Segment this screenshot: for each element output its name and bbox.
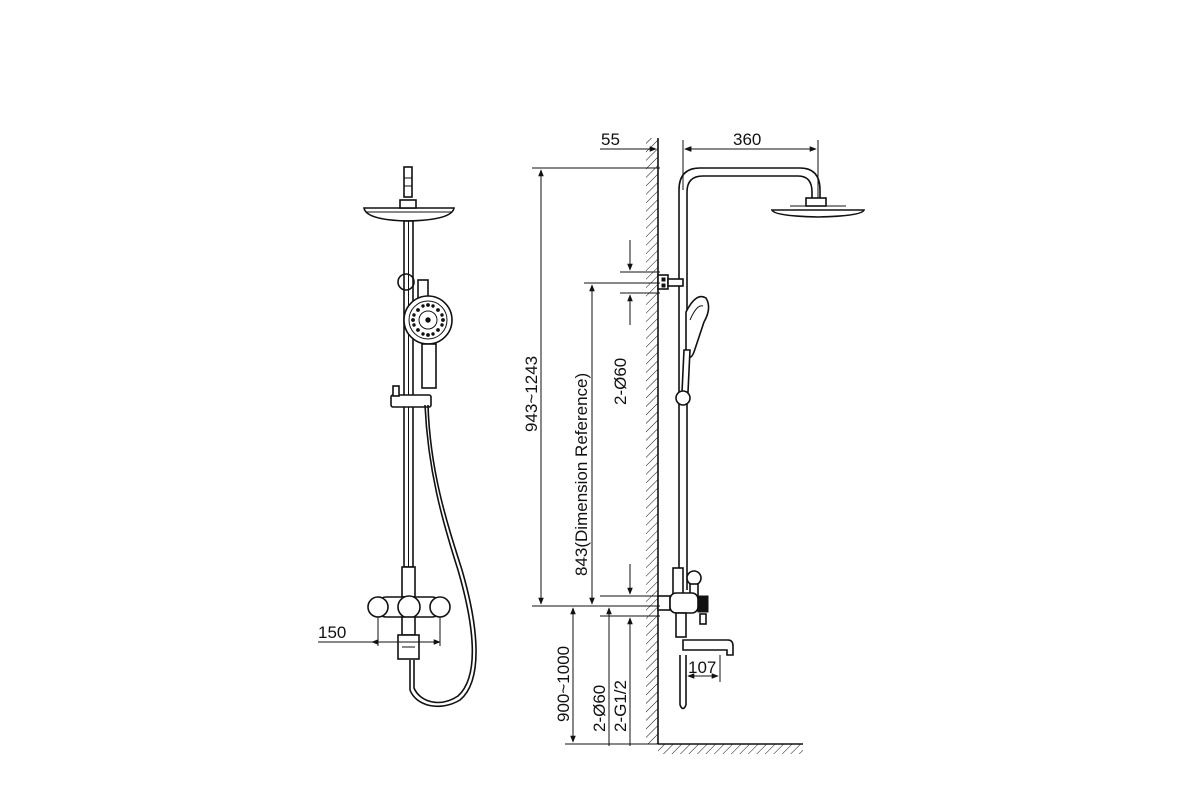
dim-inlet-spacing: 150 <box>318 617 441 646</box>
floor-hatch <box>658 744 803 754</box>
dim-spout-length: 107 <box>687 655 721 682</box>
label-bottom-thread: 2-G1/2 <box>611 680 630 732</box>
front-top-connector <box>403 166 413 198</box>
label-reference-height: 843(Dimension Reference) <box>572 373 591 576</box>
front-view: 150 <box>318 166 477 708</box>
side-rain-shower-head <box>770 197 866 218</box>
dim-floor-height: 900~1000 <box>554 607 660 745</box>
label-spout-length: 107 <box>688 658 716 677</box>
dim-top-holes: 2-Ø60 <box>611 240 660 405</box>
wall-hatch <box>646 138 658 744</box>
label-floor-height: 900~1000 <box>554 646 573 722</box>
label-total-height: 943~1243 <box>522 356 541 432</box>
front-shower-hose <box>409 404 477 708</box>
dim-total-height: 943~1243 <box>522 167 660 607</box>
side-view: 55 360 943~1243 843(Dimension Reference) <box>522 130 866 754</box>
dim-bottom-holes: 2-Ø60 2-G1/2 <box>590 564 660 746</box>
front-rain-shower-head <box>363 199 455 222</box>
side-spout <box>682 639 734 656</box>
label-wall-offset: 55 <box>601 130 620 149</box>
dim-reference-height: 843(Dimension Reference) <box>572 282 660 605</box>
label-top-holes: 2-Ø60 <box>611 358 630 405</box>
label-bottom-holes: 2-Ø60 <box>590 685 609 732</box>
side-hand-shower <box>675 295 710 406</box>
dim-arm-length: 360 <box>684 130 819 198</box>
side-top-wall-bracket <box>657 274 684 290</box>
side-mixer-valve <box>657 567 734 710</box>
front-hand-shower <box>403 295 453 389</box>
label-arm-length: 360 <box>733 130 761 149</box>
label-inlet-spacing: 150 <box>318 623 346 642</box>
side-riser-and-arm <box>678 167 821 590</box>
front-slider-bracket <box>390 394 432 408</box>
front-mixer-valve <box>367 566 451 660</box>
